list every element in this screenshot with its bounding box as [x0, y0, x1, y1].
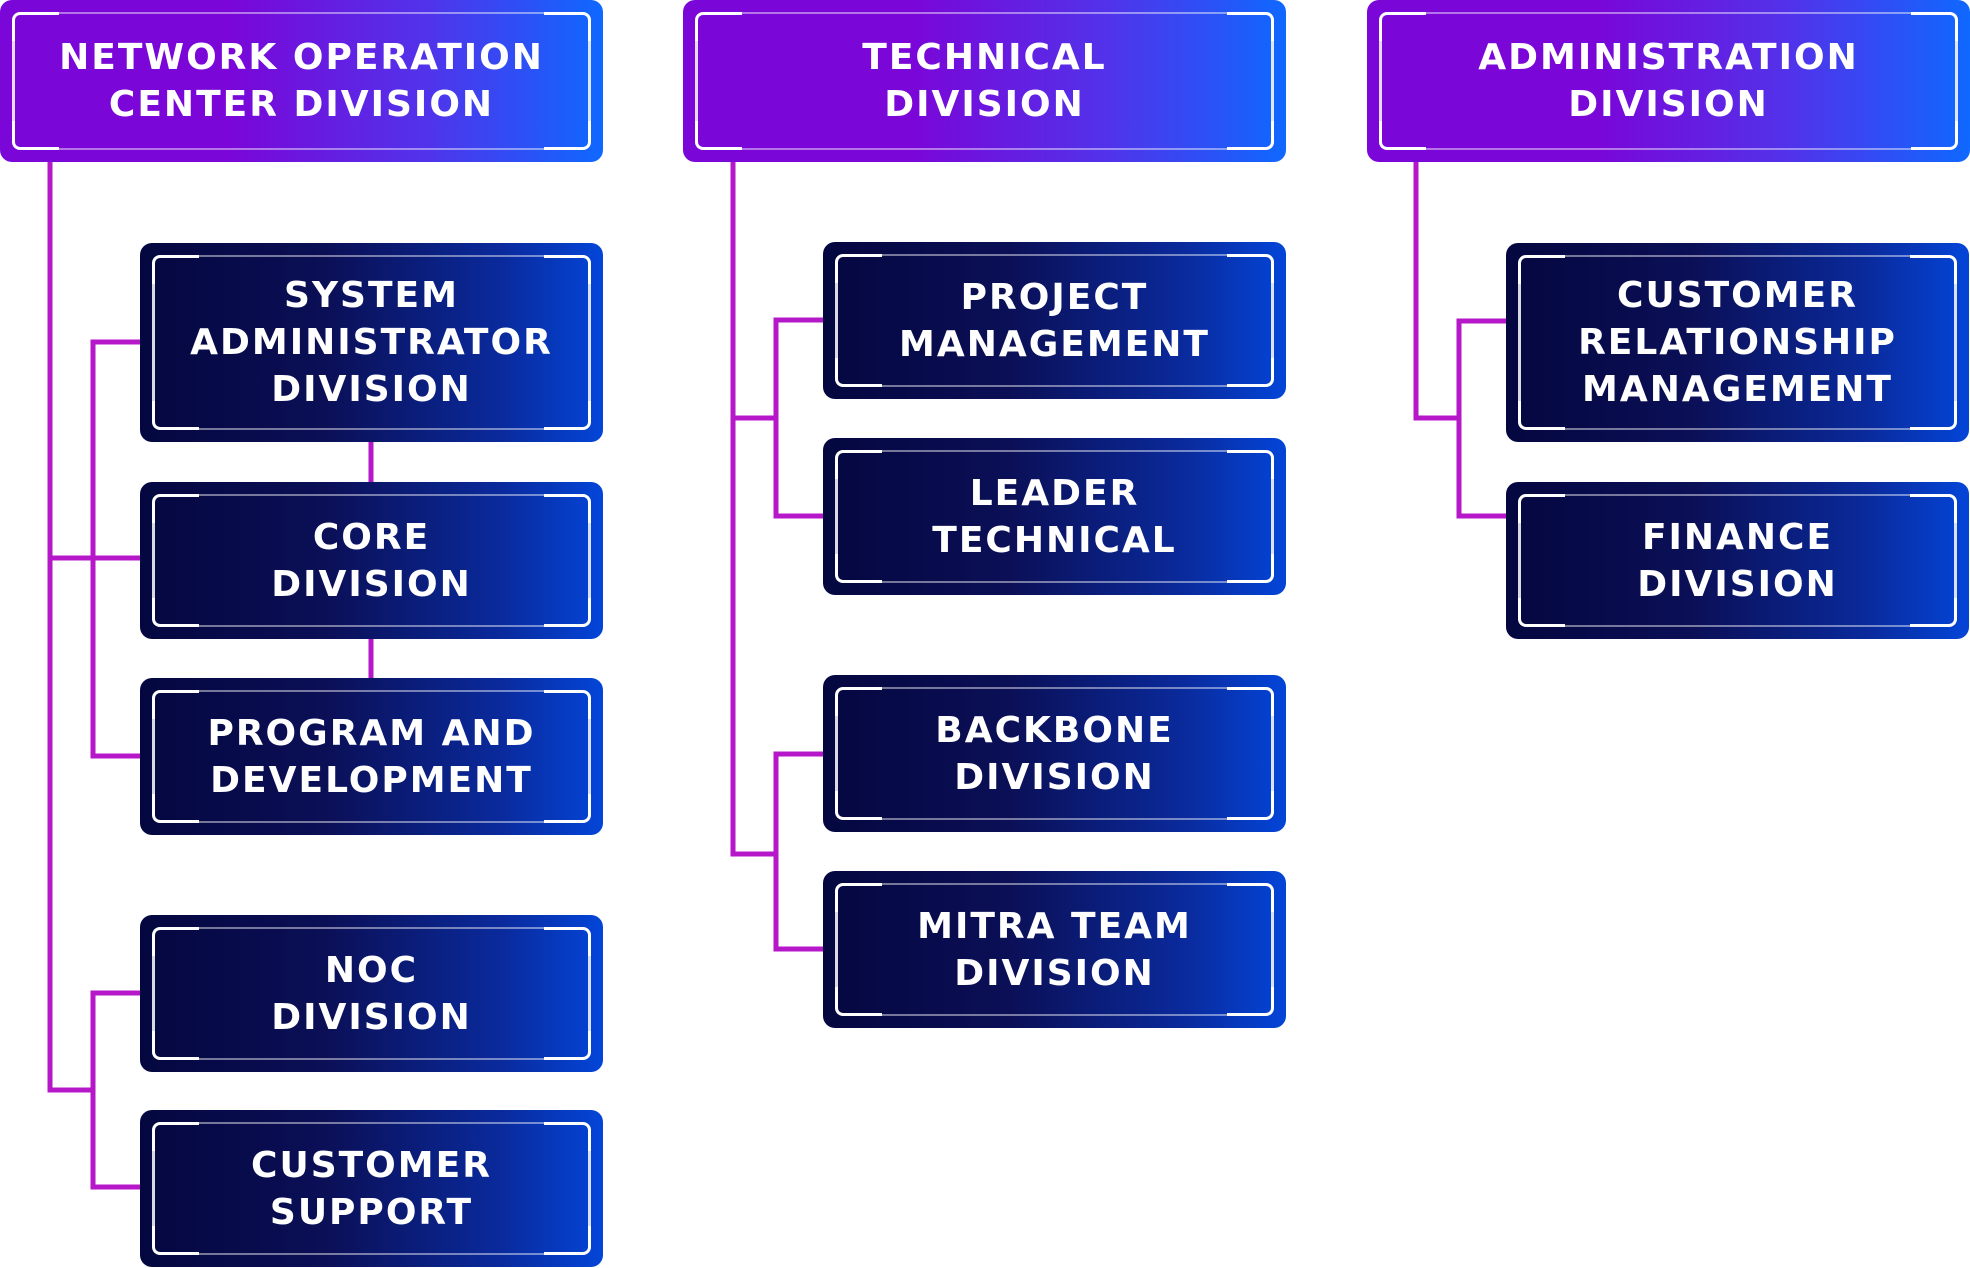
unit-label-line: CORE — [312, 516, 431, 558]
unit-label-line: PROJECT — [960, 276, 1149, 318]
unit-label-line: SYSTEM — [284, 275, 459, 316]
unit-label-line: DIVISION — [271, 563, 472, 605]
unit-label-line: DIVISION — [1637, 563, 1838, 605]
head-label-line: DIVISION — [884, 84, 1085, 125]
unit-box-backbone-division: BACKBONE DIVISION — [823, 675, 1286, 832]
connector-noc-trunk — [47, 159, 96, 1093]
head-box-technical: TECHNICAL DIVISION — [683, 0, 1286, 162]
unit-box-project-management: PROJECT MANAGEMENT — [823, 242, 1286, 399]
unit-label-line: CUSTOMER — [251, 1144, 492, 1186]
unit-label-line: MANAGEMENT — [1582, 369, 1893, 410]
unit-box-finance-division: FINANCE DIVISION — [1506, 482, 1969, 639]
connector-admin-trunk — [1413, 159, 1462, 421]
unit-label-line: BACKBONE — [935, 709, 1174, 751]
unit-label-line: DIVISION — [271, 996, 472, 1038]
unit-box-program-development: PROGRAM AND DEVELOPMENT — [140, 678, 603, 835]
unit-label-line: DIVISION — [954, 756, 1155, 798]
unit-box-customer-relationship: CUSTOMER RELATIONSHIP MANAGEMENT — [1506, 243, 1969, 442]
head-label-line: TECHNICAL — [862, 37, 1107, 78]
unit-label-line: CUSTOMER — [1617, 275, 1858, 316]
head-box-administration: ADMINISTRATION DIVISION — [1367, 0, 1970, 162]
unit-label-line: LEADER — [969, 472, 1140, 514]
connector-noc-group-b — [90, 990, 143, 1190]
unit-label-line: FINANCE — [1641, 516, 1834, 558]
head-label-line: DIVISION — [1568, 84, 1769, 125]
head-box-network-operation: NETWORK OPERATION CENTER DIVISION — [0, 0, 603, 162]
unit-label-line: DEVELOPMENT — [210, 759, 533, 801]
unit-box-leader-technical: LEADER TECHNICAL — [823, 438, 1286, 595]
unit-label-line: TECHNICAL — [932, 519, 1177, 561]
unit-label-line: MITRA TEAM — [917, 905, 1192, 947]
unit-box-customer-support: CUSTOMER SUPPORT — [140, 1110, 603, 1267]
unit-label-line: PROGRAM AND — [207, 712, 536, 754]
unit-box-system-administrator: SYSTEM ADMINISTRATOR DIVISION — [140, 243, 603, 442]
unit-label-line: ADMINISTRATOR — [190, 322, 553, 363]
connector-tech-group-a — [730, 317, 826, 519]
unit-box-core-division: CORE DIVISION — [140, 482, 603, 639]
head-label-line: CENTER DIVISION — [108, 84, 495, 125]
unit-box-noc-division: NOC DIVISION — [140, 915, 603, 1072]
unit-label-line: NOC — [324, 949, 419, 991]
unit-label-line: SUPPORT — [269, 1191, 474, 1233]
head-label-line: NETWORK OPERATION — [59, 37, 544, 78]
connector-admin-group — [1456, 318, 1509, 519]
unit-label-line: DIVISION — [271, 369, 472, 410]
unit-label-line: RELATIONSHIP — [1578, 322, 1897, 363]
unit-label-line: MANAGEMENT — [899, 323, 1210, 365]
unit-label-line: DIVISION — [954, 952, 1155, 994]
connector-tech-group-b — [730, 751, 826, 952]
unit-box-mitra-team-division: MITRA TEAM DIVISION — [823, 871, 1286, 1028]
head-label-line: ADMINISTRATION — [1478, 37, 1859, 78]
connector-noc-group-a — [47, 339, 143, 759]
